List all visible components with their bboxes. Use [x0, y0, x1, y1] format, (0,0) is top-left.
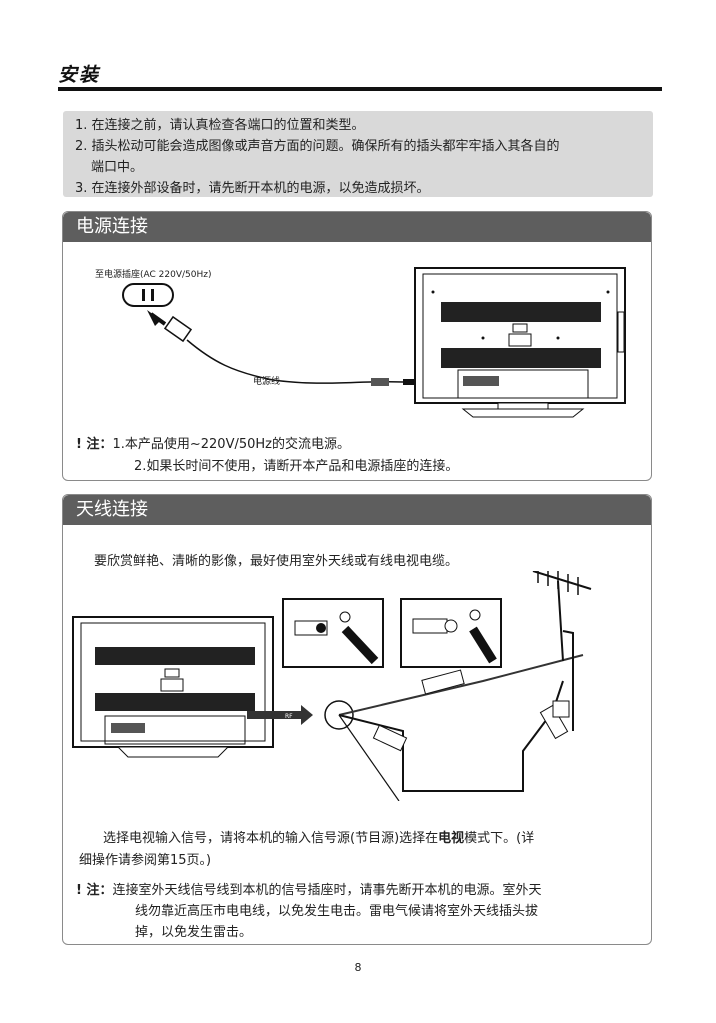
antenna-note-line-2: 线勿靠近高压市电电线，以免发生电击。雷电气候请将室外天线插头拔 — [135, 904, 539, 919]
tv-back-view-icon — [414, 267, 626, 418]
rf-label: RF — [285, 713, 293, 720]
outdoor-antenna-icon — [532, 571, 592, 731]
power-section-header: 电源连接 — [63, 212, 651, 242]
antenna-connection-diagram: RF — [72, 571, 592, 801]
precaution-item-2-continued: 端口中。 — [91, 160, 144, 175]
title-rule — [58, 87, 662, 91]
connector-detail-right-icon — [400, 598, 502, 668]
note-icon: ! 注： — [76, 437, 113, 452]
select-input-text-post: 模式下。(详 — [464, 831, 535, 846]
tv-mode-keyword: 电视 — [438, 831, 465, 846]
select-input-line-1: 选择电视输入信号，请将本机的输入信号源(节目源)选择在电视模式下。(详 — [103, 827, 534, 846]
page-number: 8 — [354, 961, 362, 974]
outlet-label: 至电源插座(AC 220V/50Hz) — [95, 270, 212, 280]
tv-back-view-icon — [72, 616, 274, 758]
power-connection-section: 电源连接 至电源插座(AC 220V/50Hz) — [62, 211, 652, 481]
precaution-item-2: 2. 插头松动可能会造成图像或声音方面的问题。确保所有的插头都牢牢插入其各自的 — [75, 139, 560, 154]
power-connection-diagram — [122, 267, 626, 418]
power-note-text-1: 1.本产品使用~220V/50Hz的交流电源。 — [112, 437, 350, 452]
power-note-line-2: 2.如果长时间不使用，请断开本产品和电源插座的连接。 — [134, 459, 459, 474]
power-cable — [186, 339, 404, 384]
precaution-item-1: 1. 在连接之前，请认真检查各端口的位置和类型。 — [75, 118, 365, 133]
cable-connector — [371, 378, 389, 386]
coaxial-cables — [324, 654, 584, 801]
antenna-intro-text: 要欣赏鲜艳、清晰的影像，最好使用室外天线或有线电视电缆。 — [94, 554, 459, 569]
power-plug-icon — [147, 310, 193, 343]
select-input-text-pre: 选择电视输入信号，请将本机的输入信号源(节目源)选择在 — [103, 831, 439, 846]
power-note-line-1: ! 注：1.本产品使用~220V/50Hz的交流电源。 — [76, 433, 350, 452]
power-cable-label: 电源线 — [253, 377, 281, 387]
precaution-item-3: 3. 在连接外部设备时，请先断开本机的电源，以免造成损坏。 — [75, 181, 430, 196]
page-title: 安装 — [58, 64, 101, 86]
select-input-line-2: 细操作请参阅第15页。) — [79, 853, 212, 868]
antenna-note-line-3: 掉，以免发生雷击。 — [135, 925, 253, 940]
antenna-section-header: 天线连接 — [63, 495, 651, 525]
rf-arrow-icon — [247, 705, 313, 725]
antenna-note-line-1: ! 注：连接室外天线信号线到本机的信号插座时，请事先断开本机的电源。室外天 — [76, 879, 541, 898]
wall-outlet-icon — [122, 283, 174, 307]
note-icon: ! 注： — [76, 883, 113, 898]
antenna-note-text-1: 连接室外天线信号线到本机的信号插座时，请事先断开本机的电源。室外天 — [112, 883, 542, 898]
connector-detail-left-icon — [282, 598, 384, 668]
antenna-connection-section: 天线连接 要欣赏鲜艳、清晰的影像，最好使用室外天线或有线电视电缆。 — [62, 494, 652, 945]
precautions-box: 1. 在连接之前，请认真检查各端口的位置和类型。 2. 插头松动可能会造成图像或… — [63, 111, 653, 197]
